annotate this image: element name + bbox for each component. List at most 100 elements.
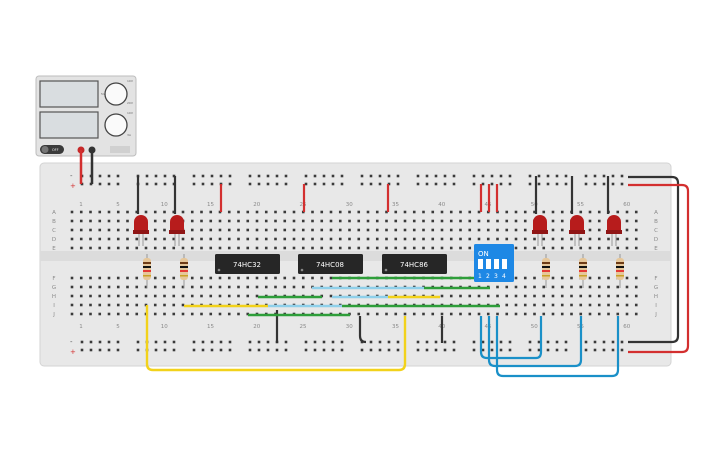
breadboard-hole[interactable] bbox=[551, 228, 555, 232]
led[interactable] bbox=[169, 215, 185, 246]
breadboard-hole[interactable] bbox=[116, 294, 120, 298]
breadboard-hole[interactable] bbox=[634, 228, 638, 232]
breadboard-hole[interactable] bbox=[452, 182, 456, 186]
breadboard-hole[interactable] bbox=[570, 294, 573, 298]
breadboard-hole[interactable] bbox=[505, 219, 509, 223]
breadboard-hole[interactable] bbox=[514, 219, 518, 223]
breadboard-hole[interactable] bbox=[551, 312, 555, 316]
breadboard-hole[interactable] bbox=[394, 237, 398, 241]
breadboard-hole[interactable] bbox=[255, 237, 259, 241]
breadboard-hole[interactable] bbox=[523, 219, 527, 223]
breadboard-hole[interactable] bbox=[496, 237, 499, 241]
breadboard-hole[interactable] bbox=[292, 237, 296, 241]
breadboard-hole[interactable] bbox=[412, 237, 416, 241]
breadboard-hole[interactable] bbox=[192, 348, 196, 352]
breadboard-hole[interactable] bbox=[560, 210, 564, 214]
breadboard-hole[interactable] bbox=[181, 237, 185, 241]
breadboard-hole[interactable] bbox=[387, 348, 391, 352]
breadboard-hole[interactable] bbox=[468, 219, 472, 223]
breadboard-hole[interactable] bbox=[311, 246, 314, 250]
breadboard-hole[interactable] bbox=[366, 210, 370, 214]
breadboard-hole[interactable] bbox=[496, 285, 499, 289]
breadboard-hole[interactable] bbox=[135, 294, 139, 298]
breadboard-hole[interactable] bbox=[126, 276, 129, 280]
breadboard-hole[interactable] bbox=[190, 312, 194, 316]
breadboard-hole[interactable] bbox=[331, 348, 335, 352]
breadboard-hole[interactable] bbox=[237, 294, 240, 298]
breadboard-hole[interactable] bbox=[570, 276, 573, 280]
breadboard-hole[interactable] bbox=[468, 294, 472, 298]
breadboard-hole[interactable] bbox=[329, 219, 333, 223]
breadboard-hole[interactable] bbox=[588, 228, 592, 232]
breadboard-hole[interactable] bbox=[412, 246, 416, 250]
breadboard-hole[interactable] bbox=[255, 228, 259, 232]
breadboard-hole[interactable] bbox=[403, 228, 407, 232]
breadboard-hole[interactable] bbox=[227, 228, 231, 232]
breadboard-hole[interactable] bbox=[89, 210, 92, 214]
breadboard-hole[interactable] bbox=[523, 276, 527, 280]
breadboard-hole[interactable] bbox=[588, 285, 592, 289]
breadboard-hole[interactable] bbox=[228, 340, 232, 344]
breadboard-hole[interactable] bbox=[396, 182, 400, 186]
breadboard-hole[interactable] bbox=[542, 303, 546, 307]
breadboard-hole[interactable] bbox=[218, 276, 222, 280]
breadboard-hole[interactable] bbox=[523, 246, 527, 250]
breadboard-hole[interactable] bbox=[116, 285, 120, 289]
breadboard-hole[interactable] bbox=[79, 303, 83, 307]
breadboard-hole[interactable] bbox=[89, 294, 92, 298]
breadboard-hole[interactable] bbox=[412, 219, 416, 223]
breadboard-hole[interactable] bbox=[403, 312, 407, 316]
breadboard-hole[interactable] bbox=[625, 246, 629, 250]
wires[interactable] bbox=[79, 150, 690, 378]
breadboard-hole[interactable] bbox=[275, 174, 279, 178]
breadboard-hole[interactable] bbox=[89, 228, 92, 232]
breadboard-hole[interactable] bbox=[89, 285, 92, 289]
breadboard-hole[interactable] bbox=[422, 312, 425, 316]
breadboard-hole[interactable] bbox=[366, 237, 370, 241]
breadboard-hole[interactable] bbox=[190, 237, 194, 241]
breadboard-hole[interactable] bbox=[209, 210, 213, 214]
breadboard-hole[interactable] bbox=[425, 348, 429, 352]
breadboard-hole[interactable] bbox=[116, 219, 120, 223]
breadboard-hole[interactable] bbox=[416, 174, 420, 178]
breadboard-hole[interactable] bbox=[546, 182, 550, 186]
breadboard-hole[interactable] bbox=[394, 312, 398, 316]
breadboard-hole[interactable] bbox=[126, 219, 129, 223]
breadboard-hole[interactable] bbox=[163, 340, 167, 344]
breadboard-hole[interactable] bbox=[340, 182, 344, 186]
breadboard-hole[interactable] bbox=[201, 340, 205, 344]
breadboard-hole[interactable] bbox=[477, 312, 481, 316]
breadboard-hole[interactable] bbox=[116, 246, 120, 250]
breadboard-hole[interactable] bbox=[153, 228, 157, 232]
breadboard-hole[interactable] bbox=[313, 174, 317, 178]
breadboard-hole[interactable] bbox=[523, 294, 527, 298]
breadboard-hole[interactable] bbox=[588, 210, 592, 214]
breadboard-hole[interactable] bbox=[378, 340, 382, 344]
breadboard-hole[interactable] bbox=[284, 340, 288, 344]
breadboard-hole[interactable] bbox=[274, 210, 277, 214]
breadboard-hole[interactable] bbox=[496, 294, 499, 298]
breadboard-hole[interactable] bbox=[237, 237, 240, 241]
breadboard-hole[interactable] bbox=[505, 303, 509, 307]
breadboard-hole[interactable] bbox=[237, 312, 240, 316]
breadboard-hole[interactable] bbox=[440, 294, 444, 298]
breadboard-hole[interactable] bbox=[209, 219, 213, 223]
breadboard-hole[interactable] bbox=[597, 276, 601, 280]
breadboard-hole[interactable] bbox=[200, 312, 203, 316]
breadboard-hole[interactable] bbox=[570, 303, 573, 307]
breadboard-hole[interactable] bbox=[560, 312, 564, 316]
breadboard-hole[interactable] bbox=[283, 285, 287, 289]
breadboard-hole[interactable] bbox=[338, 237, 342, 241]
breadboard-hole[interactable] bbox=[218, 219, 222, 223]
breadboard-hole[interactable] bbox=[514, 210, 518, 214]
breadboard-hole[interactable] bbox=[440, 312, 444, 316]
breadboard-hole[interactable] bbox=[611, 174, 615, 178]
breadboard-hole[interactable] bbox=[533, 285, 536, 289]
breadboard-hole[interactable] bbox=[190, 246, 194, 250]
breadboard-hole[interactable] bbox=[70, 210, 74, 214]
breadboard-hole[interactable] bbox=[505, 312, 509, 316]
breadboard-hole[interactable] bbox=[292, 285, 296, 289]
breadboard-hole[interactable] bbox=[634, 219, 638, 223]
breadboard-hole[interactable] bbox=[320, 237, 324, 241]
breadboard-hole[interactable] bbox=[219, 348, 223, 352]
